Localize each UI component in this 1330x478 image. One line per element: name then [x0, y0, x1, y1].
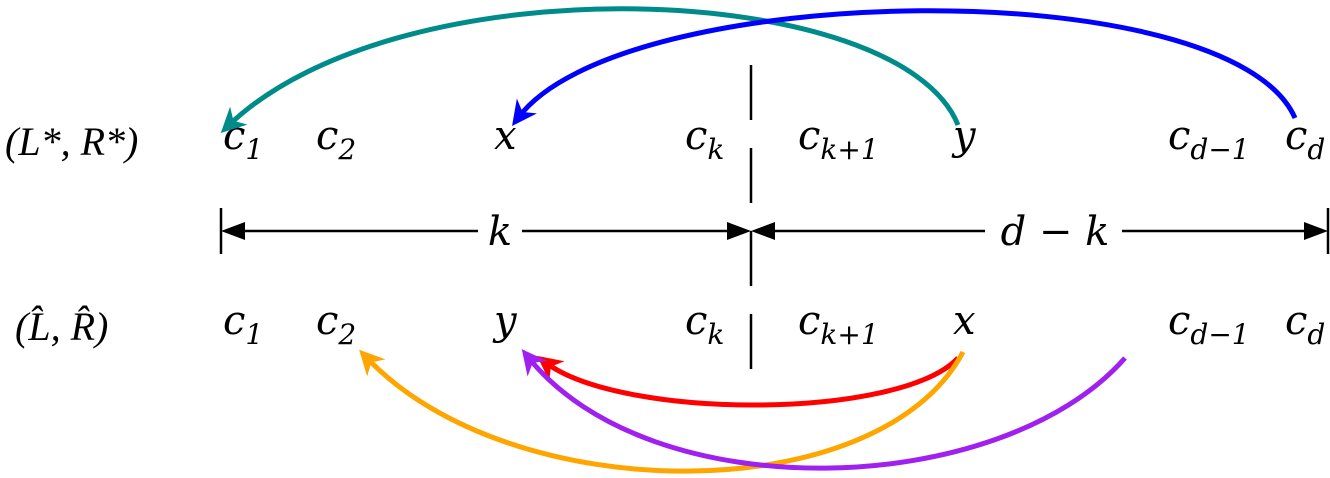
row-item: c2 — [316, 113, 356, 166]
row-item: cd — [1285, 113, 1325, 166]
row-item: cd−1 — [1168, 113, 1250, 166]
row-item: ck — [685, 113, 724, 166]
row-item: cd−1 — [1168, 298, 1250, 351]
swap-arrow-x-to-c2 — [359, 349, 966, 474]
row-label-top: (L*, R*) — [5, 119, 138, 164]
row-item: x — [494, 113, 517, 159]
arrowhead-icon — [221, 222, 245, 240]
arrowhead-icon — [751, 222, 775, 240]
row-item: ck — [685, 298, 724, 351]
row-item: x — [953, 298, 976, 344]
row-item: cd — [1285, 298, 1325, 351]
span-d-minus-k-label: d − k — [1001, 209, 1110, 255]
swap-arrow-cd-to-x — [512, 8, 1298, 127]
row-label-bottom: (L̂, R̂) — [15, 304, 108, 349]
arrowhead-icon — [727, 222, 751, 240]
row-item: ck+1 — [798, 298, 879, 351]
row-item: y — [492, 298, 518, 344]
swap-arrow-x-to-y — [537, 355, 960, 408]
row-item: c1 — [223, 113, 263, 166]
row-item: ck+1 — [798, 113, 879, 166]
arrowhead-icon — [1304, 222, 1328, 240]
row-item: c1 — [223, 298, 263, 351]
span-k-label: k — [488, 209, 512, 255]
swap-arrow-cd-1-to-y — [521, 349, 1127, 471]
swap-arrow-y-to-c1 — [220, 6, 961, 133]
row-item: c2 — [316, 298, 356, 351]
